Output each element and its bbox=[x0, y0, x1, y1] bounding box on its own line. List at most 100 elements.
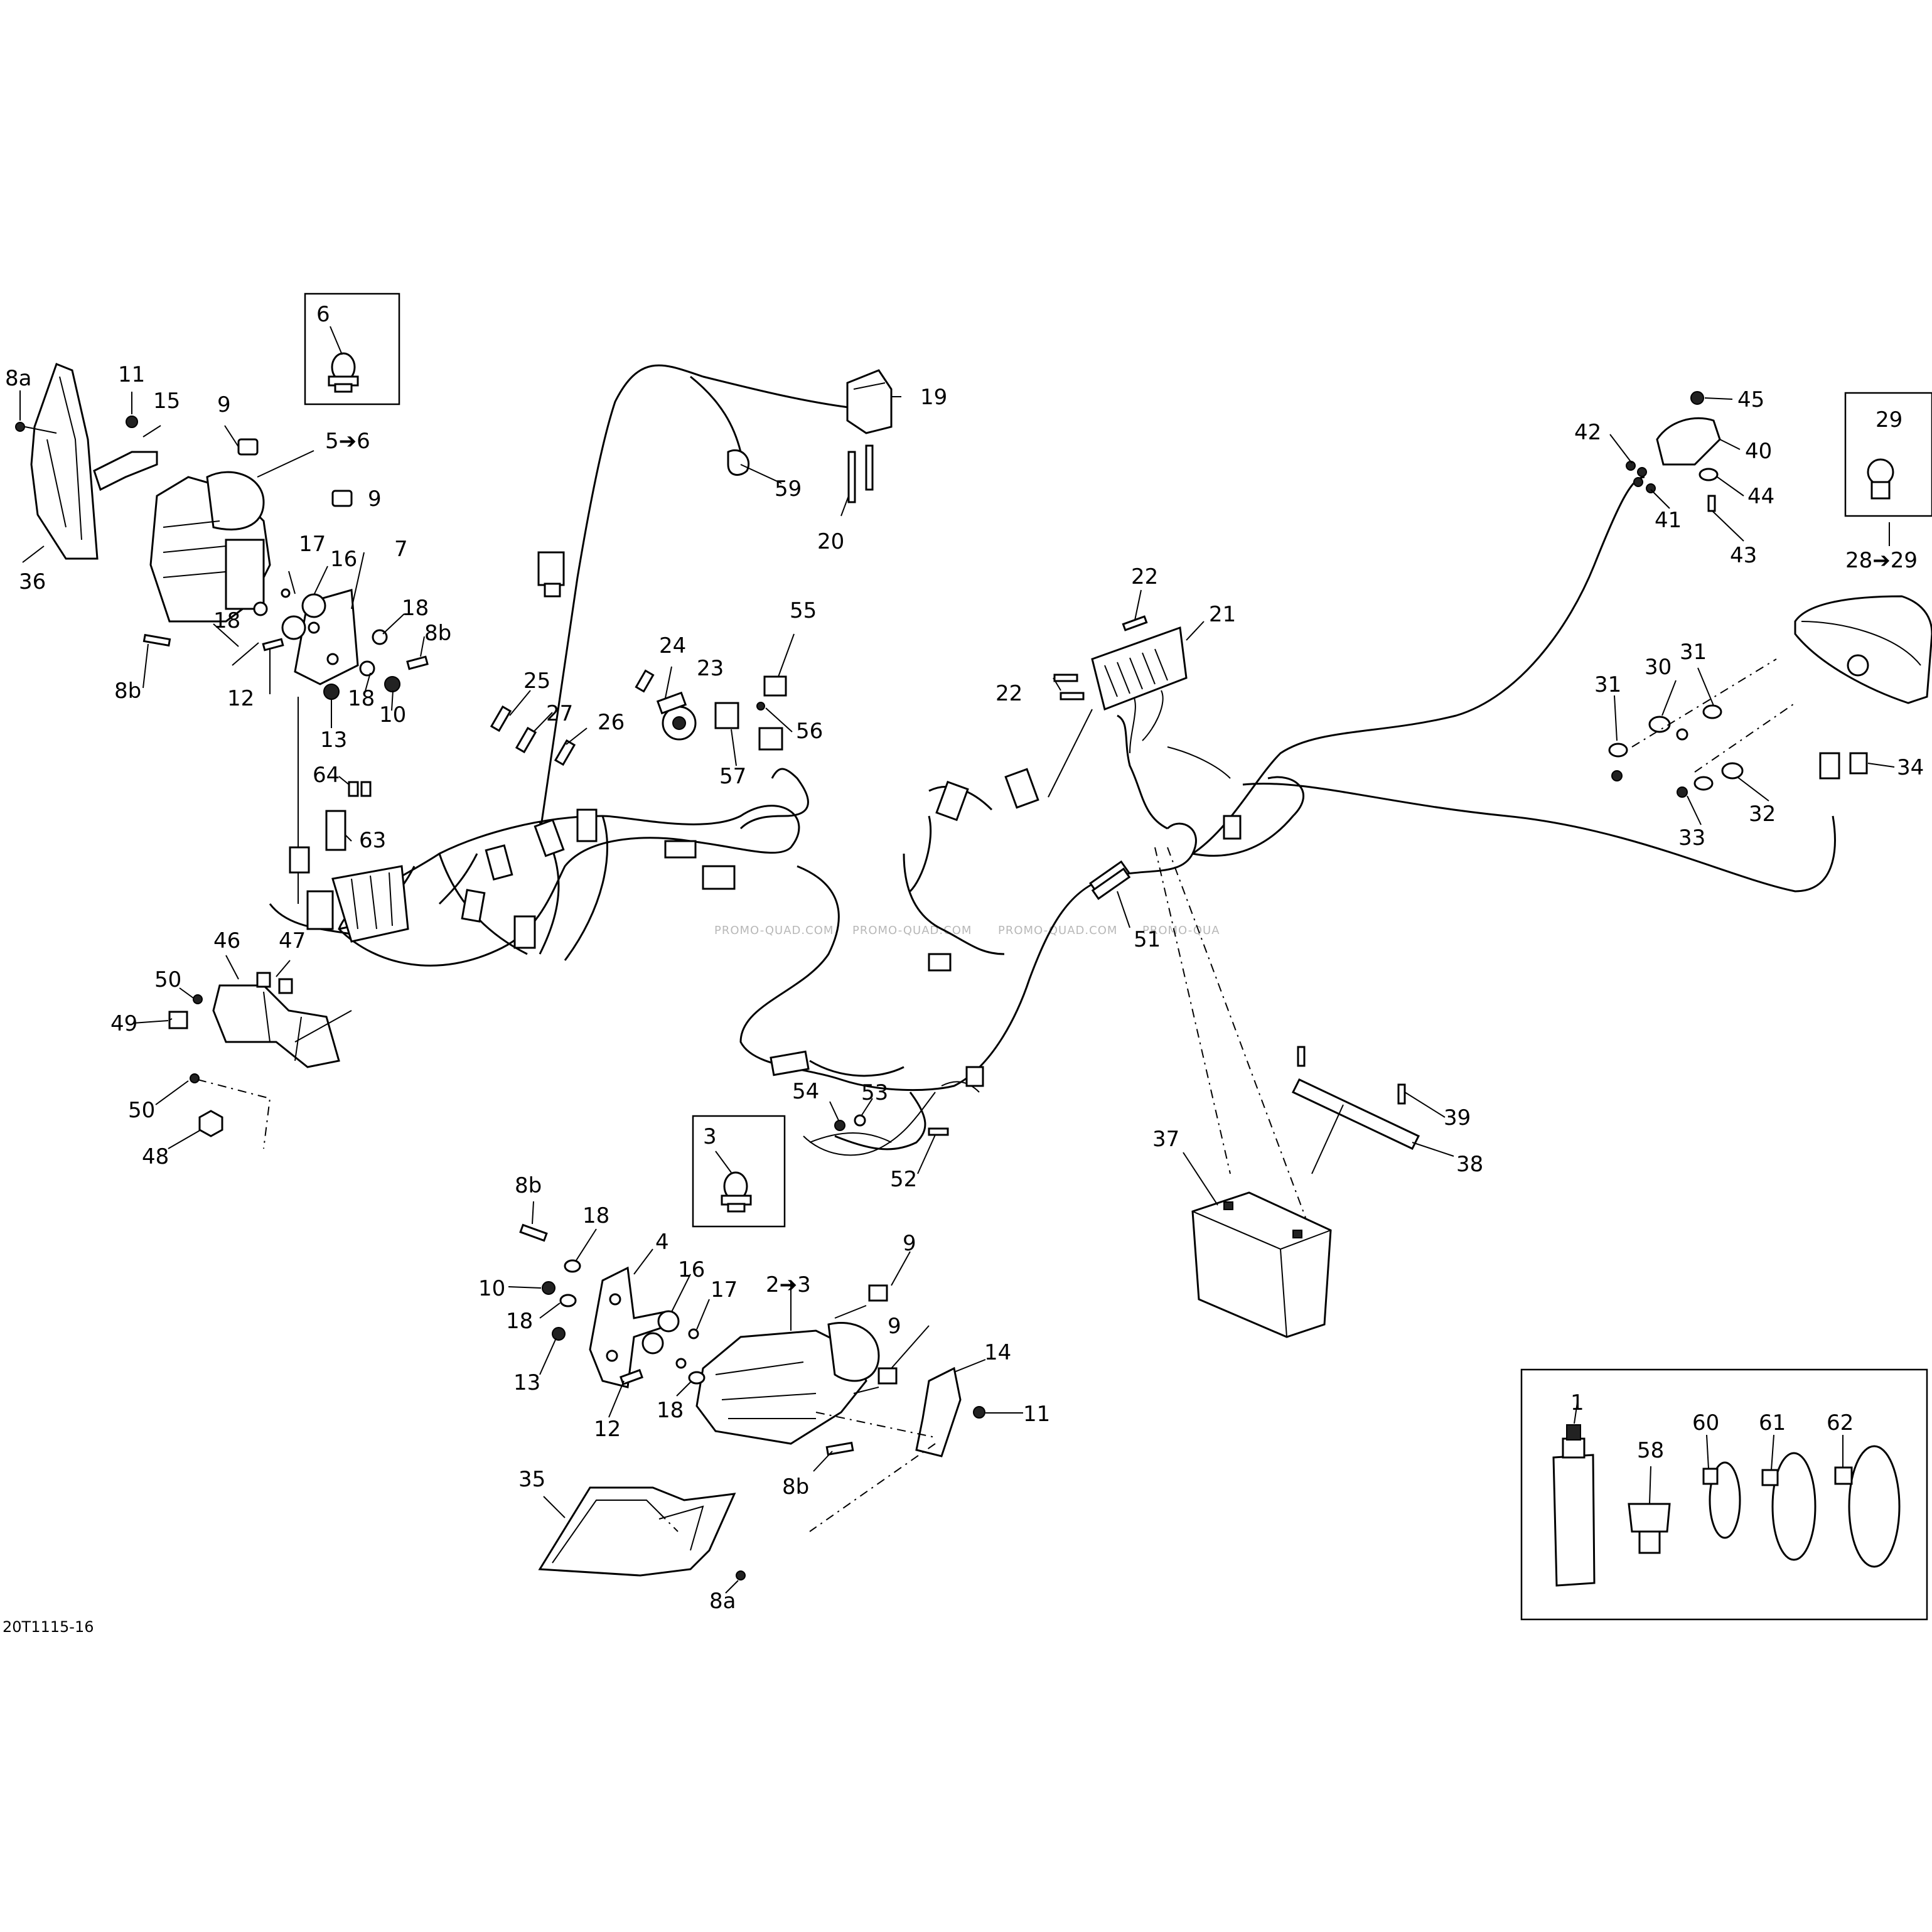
label-56: 56 bbox=[796, 719, 823, 744]
label-5to6: 5➔6 bbox=[325, 429, 370, 454]
grommet-16-top bbox=[301, 593, 326, 618]
fuse-box-main bbox=[306, 865, 409, 943]
label-10-bot: 10 bbox=[478, 1276, 505, 1301]
label-31-a: 31 bbox=[1680, 640, 1707, 665]
headlamp-bezel-right bbox=[538, 1486, 736, 1577]
label-52: 52 bbox=[890, 1167, 917, 1192]
connector-57 bbox=[714, 702, 739, 729]
strap-38 bbox=[1291, 1078, 1420, 1150]
label-8b-bot: 8b bbox=[515, 1173, 542, 1198]
label-12-top: 12 bbox=[227, 686, 254, 711]
nut-45 bbox=[1690, 391, 1704, 405]
screw-8b-bot bbox=[519, 1223, 548, 1242]
watermark-1: PROMO-QUAD.COM bbox=[714, 924, 834, 937]
screw-22-top bbox=[1122, 615, 1148, 631]
label-37: 37 bbox=[1152, 1127, 1179, 1152]
label-61: 61 bbox=[1759, 1410, 1786, 1436]
label-64: 64 bbox=[313, 763, 340, 788]
label-38: 38 bbox=[1456, 1152, 1483, 1177]
bracket-46 bbox=[212, 984, 340, 1068]
fuse-27 bbox=[515, 726, 537, 754]
label-8a-bot: 8a bbox=[709, 1589, 736, 1614]
label-33: 33 bbox=[1678, 825, 1705, 851]
washer-44 bbox=[1699, 468, 1719, 481]
label-16-top: 16 bbox=[330, 547, 357, 572]
label-9-mid: 9 bbox=[368, 486, 382, 512]
label-50-b: 50 bbox=[128, 1098, 155, 1123]
headlamp-housing-left bbox=[149, 471, 271, 623]
label-57: 57 bbox=[719, 764, 746, 789]
screw-50-top bbox=[193, 994, 203, 1004]
label-39: 39 bbox=[1444, 1105, 1471, 1130]
bulb-box-6 bbox=[304, 292, 400, 405]
label-53: 53 bbox=[861, 1080, 888, 1105]
tie-60 bbox=[1702, 1461, 1741, 1539]
label-28to29: 28➔29 bbox=[1845, 548, 1918, 573]
nut-11-bot bbox=[973, 1406, 985, 1419]
label-51: 51 bbox=[1134, 927, 1161, 952]
label-26: 26 bbox=[598, 710, 625, 735]
label-1: 1 bbox=[1570, 1390, 1584, 1415]
label-55: 55 bbox=[790, 598, 817, 623]
label-8a-top: 8a bbox=[5, 366, 31, 391]
label-59: 59 bbox=[775, 476, 802, 502]
label-18-a: 18 bbox=[402, 596, 429, 621]
strap-51 bbox=[1091, 867, 1131, 900]
label-60: 60 bbox=[1692, 1410, 1719, 1436]
label-16-bot: 16 bbox=[678, 1257, 705, 1282]
label-9-top: 9 bbox=[217, 392, 231, 417]
label-13-bot: 13 bbox=[513, 1370, 540, 1395]
label-35: 35 bbox=[518, 1467, 545, 1492]
clip-49 bbox=[168, 1011, 188, 1029]
leader-lines bbox=[19, 390, 1895, 1594]
label-27: 27 bbox=[546, 701, 573, 726]
label-6: 6 bbox=[316, 302, 330, 327]
tail-light-28 bbox=[1794, 595, 1932, 704]
label-13-top: 13 bbox=[320, 727, 347, 753]
label-20: 20 bbox=[817, 529, 844, 554]
bracket-14 bbox=[915, 1366, 962, 1457]
clip-9-mid bbox=[331, 490, 353, 507]
label-18-f: 18 bbox=[657, 1398, 684, 1423]
label-41: 41 bbox=[1655, 508, 1682, 533]
watermark-3: PROMO-QUAD.COM bbox=[998, 924, 1117, 937]
label-36: 36 bbox=[19, 569, 46, 594]
label-46: 46 bbox=[213, 928, 240, 953]
kit-box bbox=[1520, 1368, 1928, 1621]
grommet-30 bbox=[1648, 716, 1671, 733]
label-15: 15 bbox=[153, 389, 180, 414]
battery-37 bbox=[1191, 1191, 1332, 1338]
clip-9-bot2 bbox=[877, 1367, 898, 1385]
headlamp-bezel-left bbox=[15, 363, 99, 560]
bracket-4 bbox=[589, 1266, 674, 1388]
tie-61 bbox=[1761, 1452, 1817, 1561]
label-40: 40 bbox=[1745, 439, 1772, 464]
key-switch-23 bbox=[656, 691, 697, 741]
label-45: 45 bbox=[1737, 387, 1764, 412]
fuse-block-63 bbox=[325, 810, 346, 851]
nut-54 bbox=[834, 1120, 845, 1131]
bulb-box-3 bbox=[692, 1115, 786, 1228]
label-42: 42 bbox=[1574, 420, 1601, 445]
screw-43 bbox=[1707, 495, 1716, 512]
bulb-3 bbox=[721, 1171, 752, 1213]
clip-9-top bbox=[237, 438, 259, 456]
label-12-bot: 12 bbox=[594, 1417, 621, 1442]
nut-11-top bbox=[126, 416, 138, 428]
diagram-code: 20T1115-16 bbox=[3, 1618, 94, 1636]
label-32: 32 bbox=[1749, 802, 1776, 827]
label-21: 21 bbox=[1209, 602, 1236, 627]
connector-34 bbox=[1849, 752, 1868, 775]
label-17-bot: 17 bbox=[711, 1277, 738, 1302]
label-18-e: 18 bbox=[506, 1309, 533, 1334]
label-50-a: 50 bbox=[154, 967, 181, 992]
fuse-64 bbox=[348, 781, 359, 797]
label-9-bot2: 9 bbox=[888, 1314, 901, 1339]
bracket-15 bbox=[93, 451, 158, 491]
label-48: 48 bbox=[142, 1144, 169, 1169]
bulb-6 bbox=[328, 352, 359, 393]
label-31-b: 31 bbox=[1594, 672, 1621, 697]
bulb-box-29 bbox=[1844, 392, 1932, 517]
label-11-top: 11 bbox=[118, 362, 145, 387]
